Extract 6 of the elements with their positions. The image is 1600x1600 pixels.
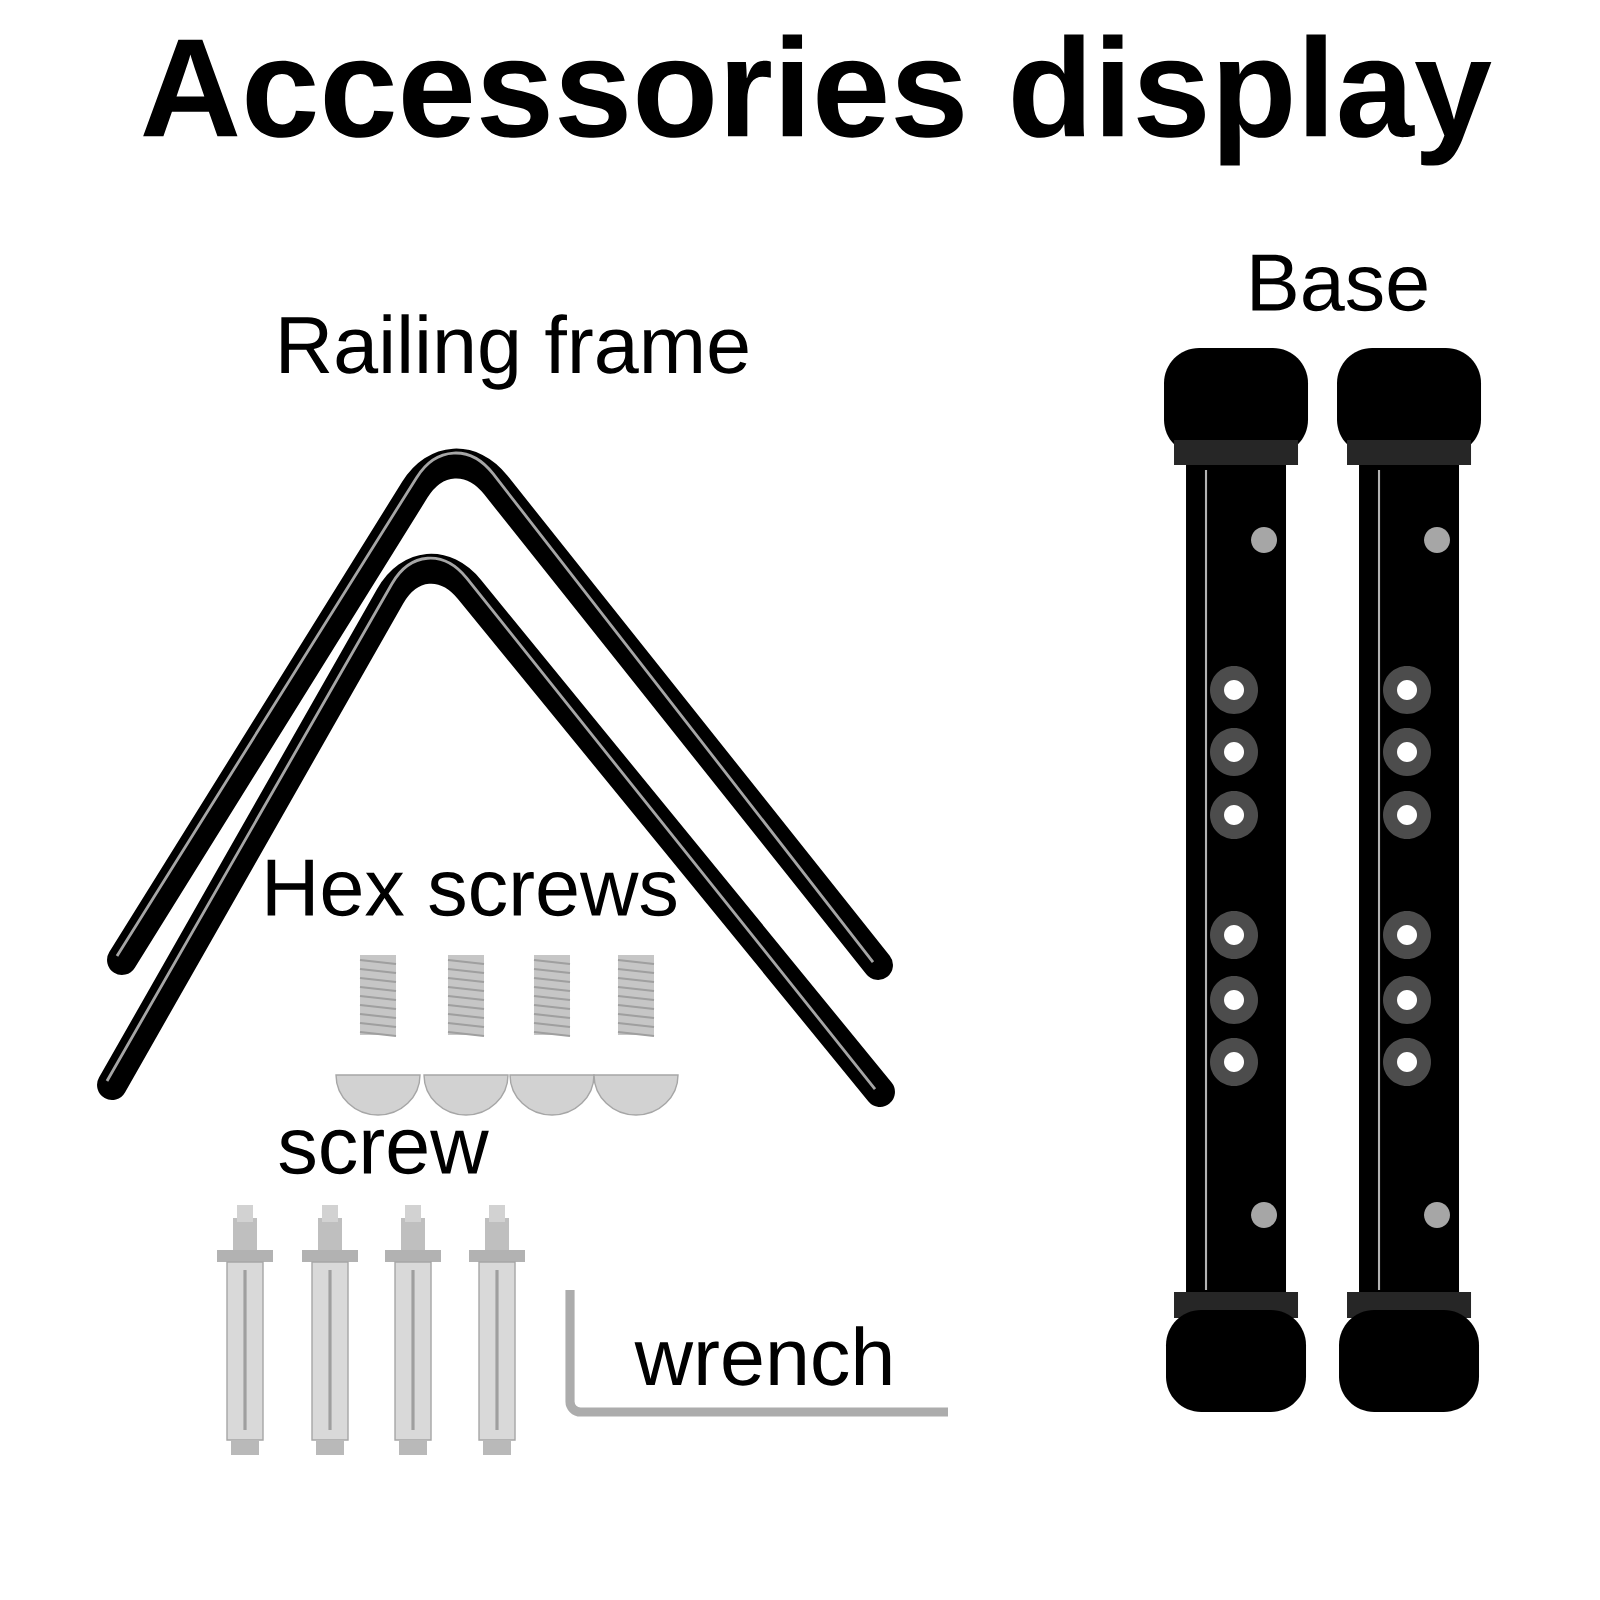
- title: Accessories display: [143, 34, 1492, 166]
- part-label: Hex screws: [267, 859, 676, 917]
- part-label: Base: [1252, 254, 1427, 312]
- part-label: screw: [279, 1129, 489, 1175]
- part-label: wrench: [634, 1326, 891, 1386]
- part-label: Railing frame: [281, 314, 748, 390]
